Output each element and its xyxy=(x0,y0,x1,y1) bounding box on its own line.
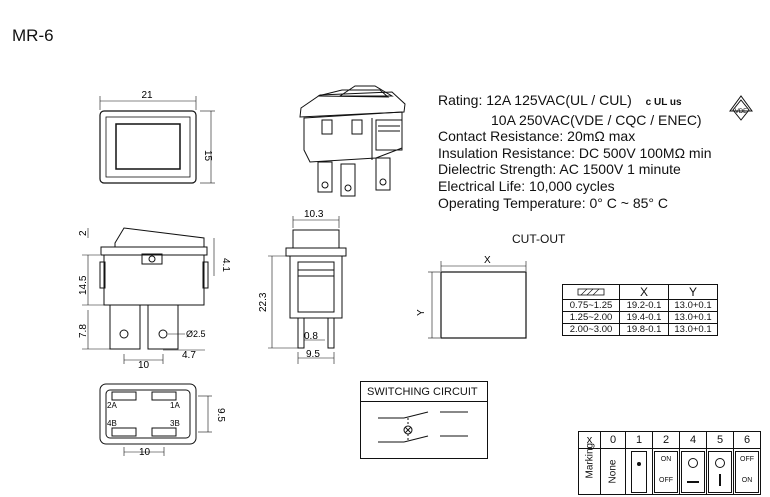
dim-bottom-pitch: 10 xyxy=(139,447,151,458)
switching-circuit-title: SWITCHING CIRCUIT xyxy=(361,382,487,402)
specifications: Rating: 12A 125VAC(UL / CUL) c UL us 10A… xyxy=(438,92,712,211)
electrical-life: Electrical Life: 10,000 cycles xyxy=(438,177,615,194)
cutout-table-header: X Y xyxy=(562,284,718,300)
rating-line-2: 10A 250VAC(VDE / CQC / ENEC) xyxy=(491,111,702,128)
end-view xyxy=(268,216,347,364)
terminal-1a: 1A xyxy=(170,401,180,410)
dim-bottom-height: 9.5 xyxy=(215,408,226,422)
marking-circle-bar-icon xyxy=(706,448,734,495)
dim-side-terminal: 7.8 xyxy=(78,324,89,338)
table-row: 1.25~2.00 19.4-0.1 13.0+0.1 xyxy=(562,311,718,324)
terminal-4b: 4B xyxy=(107,419,117,428)
cutout-x-label: X xyxy=(484,255,491,266)
operating-temperature: Operating Temperature: 0° C ~ 85° C xyxy=(438,194,669,211)
marking-header-row: x 0 1 2 4 5 6 xyxy=(578,431,761,449)
panel-thickness-icon xyxy=(562,284,620,300)
dim-term-pitch: 10 xyxy=(138,360,150,371)
table-row: 2.00~3.00 19.8-0.1 13.0+0.1 xyxy=(562,323,718,336)
dielectric-strength: Dielectric Strength: AC 1500V 1 minute xyxy=(438,161,681,178)
rating-line-1: Rating: 12A 125VAC(UL / CUL) c UL us xyxy=(438,92,682,108)
front-view xyxy=(99,96,215,184)
marking-circle-dash-icon xyxy=(679,448,707,495)
cutout-drawing xyxy=(428,261,527,339)
terminal-2a: 2A xyxy=(107,401,117,410)
marking-none: None xyxy=(600,448,626,495)
cutout-table-x-header: X xyxy=(619,284,669,300)
dim-side-top: 2 xyxy=(78,230,89,236)
marking-on-off-text: ON OFF xyxy=(652,448,680,495)
dim-term-offset: 4.7 xyxy=(182,350,196,361)
ul-certification-icon: c UL us xyxy=(645,97,682,108)
marking-row-label: Marking xyxy=(578,443,601,495)
cutout-title: CUT-OUT xyxy=(512,232,566,246)
insulation-resistance: Insulation Resistance: DC 500V 100MΩ min xyxy=(438,144,712,161)
dim-end-term: 0.8 xyxy=(304,331,318,342)
vde-certification-icon: VDE xyxy=(729,95,753,121)
dim-end-height: 22.3 xyxy=(258,292,269,312)
dim-front-height: 15 xyxy=(202,150,213,162)
dim-end-pitch: 9.5 xyxy=(306,349,320,360)
model-title: MR-6 xyxy=(12,26,54,45)
marking-symbol-row: Marking None ON OFF xyxy=(578,443,761,495)
contact-resistance: Contact Resistance: 20mΩ max xyxy=(438,128,636,145)
switching-circuit-symbol xyxy=(378,411,468,443)
terminal-3b: 3B xyxy=(170,419,180,428)
dim-front-width: 21 xyxy=(141,90,153,101)
marking-off-on-text: OFF ON xyxy=(733,448,761,495)
marking-table: x 0 1 2 4 5 6 Marking None ON OFF xyxy=(578,431,761,495)
svg-text:VDE: VDE xyxy=(735,109,747,115)
switching-circuit-box: SWITCHING CIRCUIT xyxy=(360,381,488,459)
marking-dot-icon xyxy=(625,448,653,495)
cutout-table: X Y 0.75~1.25 19.2-0.1 13.0+0.1 1.25~2.0… xyxy=(562,284,718,336)
table-row: 0.75~1.25 19.2-0.1 13.0+0.1 xyxy=(562,299,718,312)
dim-end-width: 10.3 xyxy=(304,209,324,220)
dim-hole: Ø2.5 xyxy=(186,329,206,339)
cutout-table-y-header: Y xyxy=(668,284,718,300)
bottom-view xyxy=(99,383,212,456)
dim-side-body: 14.5 xyxy=(78,275,89,295)
perspective-view xyxy=(299,85,406,197)
cutout-y-label: Y xyxy=(416,309,427,316)
side-view xyxy=(82,227,215,364)
dim-side-right: 4.1 xyxy=(220,258,231,272)
